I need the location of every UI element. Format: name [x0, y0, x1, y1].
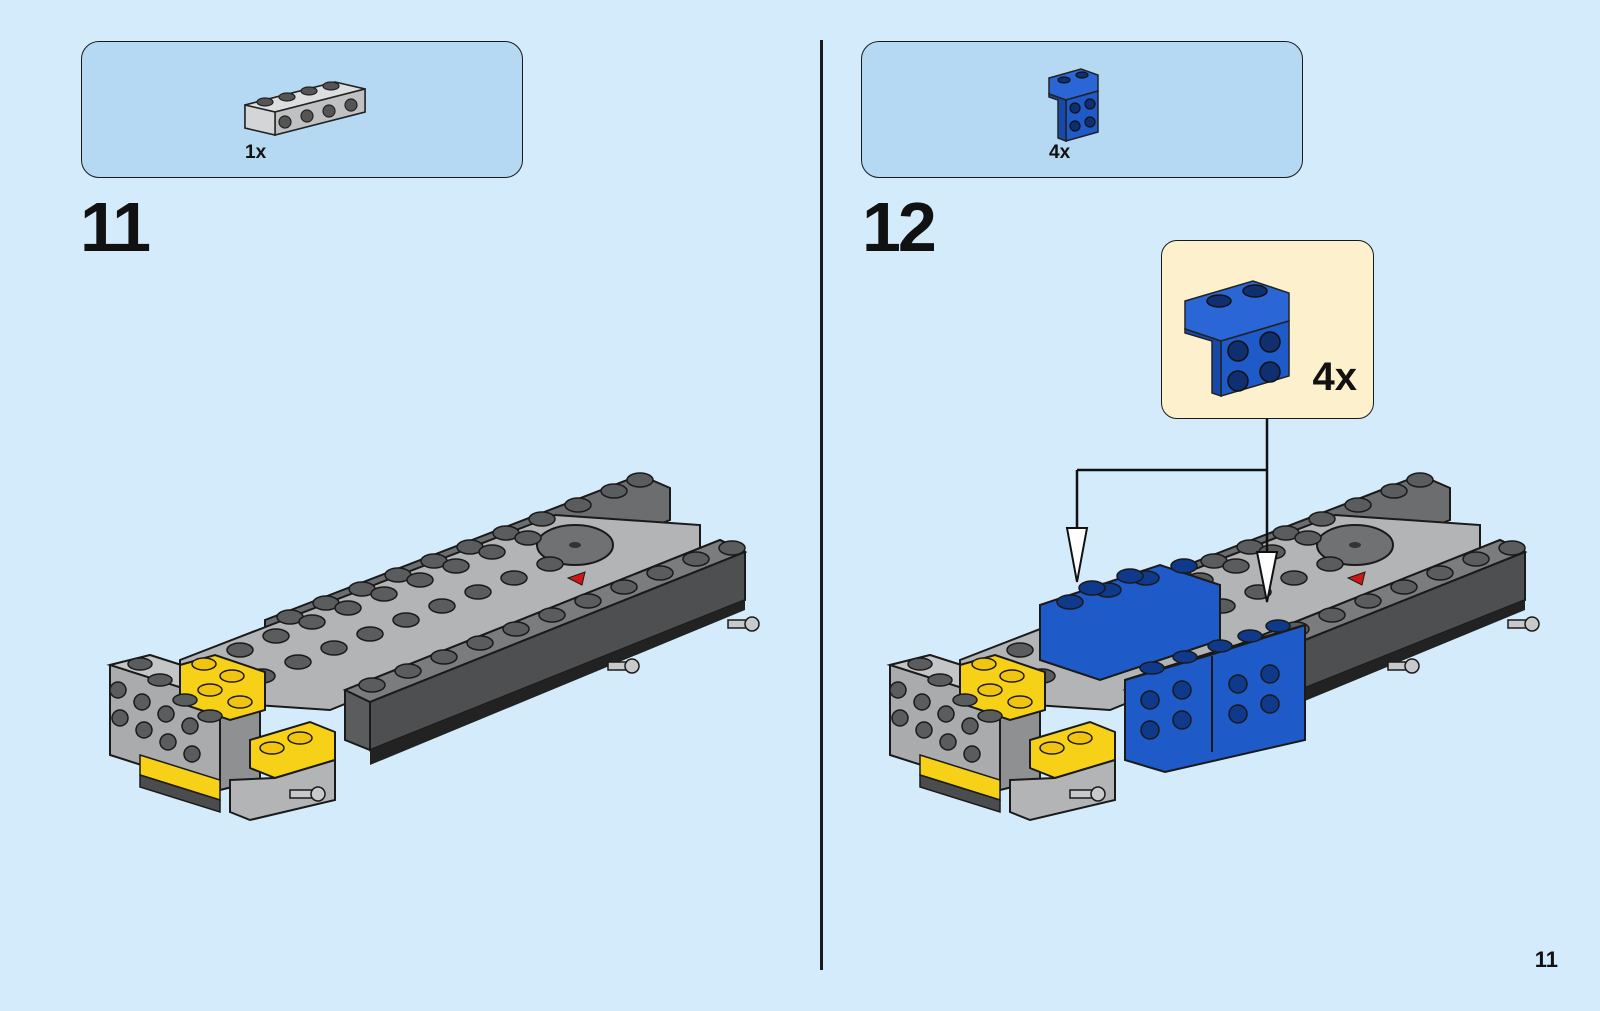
arrow-head-left	[1067, 528, 1087, 582]
model-step-11	[110, 473, 759, 820]
page-number: 11	[1535, 947, 1558, 973]
model-step-12	[890, 473, 1539, 820]
